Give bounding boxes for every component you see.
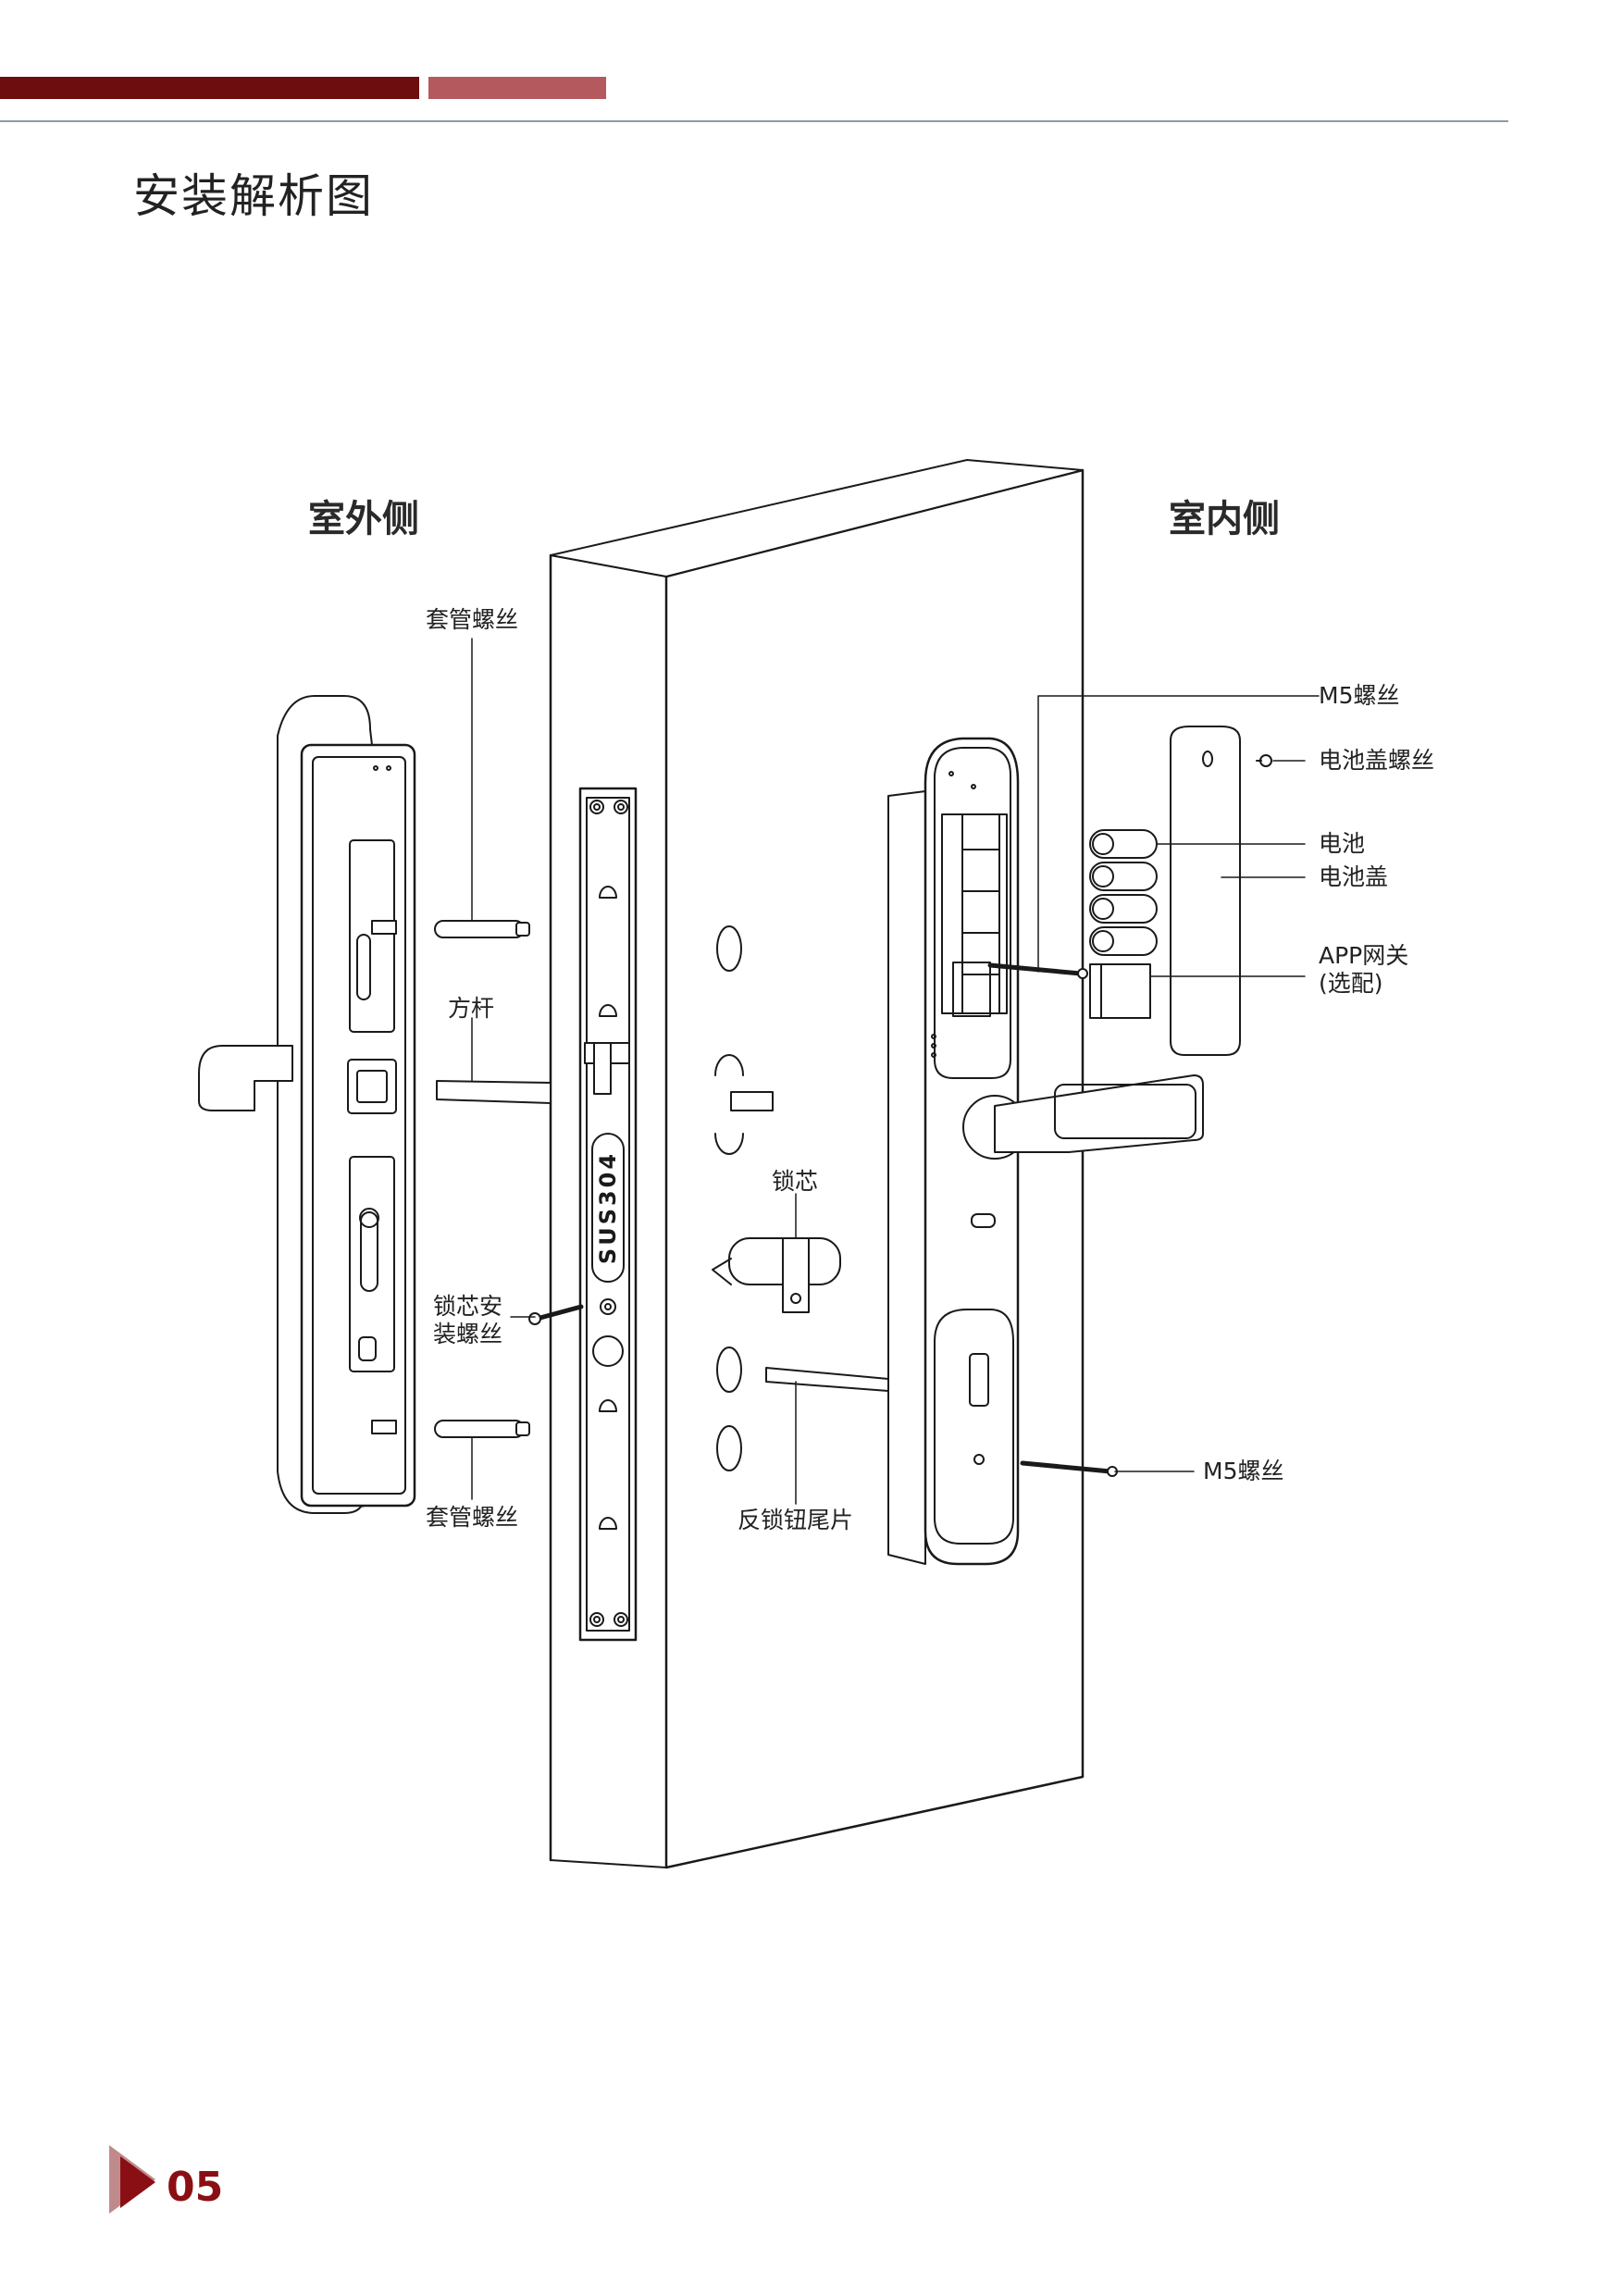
sleeve-screw-bottom-part (435, 1421, 529, 1437)
battery-cover-part (1171, 726, 1240, 1055)
label-m5-screw-bottom: M5螺丝 (1203, 1458, 1284, 1484)
label-cylinder-screw-line1: 锁芯安 (433, 1293, 503, 1320)
batteries-part (1090, 830, 1157, 955)
page-title: 安装解析图 (133, 169, 374, 223)
label-cylinder-screw-line2: 装螺丝 (433, 1321, 503, 1347)
label-anti-lock-tail: 反锁钮尾片 (738, 1507, 854, 1533)
battery-cover-screw-part (1257, 755, 1271, 766)
label-sleeve-screw-top: 套管螺丝 (426, 606, 519, 633)
header-bar-dark (0, 77, 419, 99)
app-gateway-part (1090, 964, 1150, 1018)
m5-screw-top-part (990, 965, 1087, 978)
m5-screw-bottom-part (1023, 1463, 1117, 1476)
header-rule (0, 120, 1508, 122)
leader-lines (472, 639, 1319, 1504)
label-battery-cover-screw: 电池盖螺丝 (1319, 747, 1435, 774)
label-app-gateway-line2: (选配) (1319, 970, 1383, 997)
label-app-gateway-line1: APP网关 (1319, 942, 1409, 969)
square-bar-part (437, 1081, 551, 1103)
mortise-faceplate (580, 788, 636, 1640)
sleeve-screw-top-part (435, 921, 529, 937)
label-app-gateway: APP网关 (选配) (1319, 942, 1408, 998)
outdoor-lock-body (199, 696, 415, 1513)
label-battery: 电池 (1319, 830, 1366, 857)
header-bar-light (428, 77, 606, 99)
label-square-bar: 方杆 (448, 995, 495, 1022)
label-m5-screw-top: M5螺丝 (1319, 682, 1400, 709)
mortise-plate-text: SUS304 (595, 1150, 621, 1265)
label-cylinder-screw: 锁芯安 装螺丝 (433, 1293, 502, 1348)
indoor-side-label: 室内侧 (1169, 498, 1280, 540)
indoor-lock-body (888, 738, 1203, 1564)
page-arrow-icon (109, 2145, 155, 2214)
lock-cylinder-part (713, 1238, 840, 1312)
page-number: 05 (167, 2164, 224, 2211)
label-sleeve-screw-bottom: 套管螺丝 (426, 1504, 519, 1531)
outdoor-side-label: 室外侧 (308, 498, 419, 540)
label-lock-cylinder: 锁芯 (772, 1168, 819, 1195)
cylinder-screw-part (529, 1307, 581, 1324)
label-battery-cover: 电池盖 (1319, 863, 1389, 890)
